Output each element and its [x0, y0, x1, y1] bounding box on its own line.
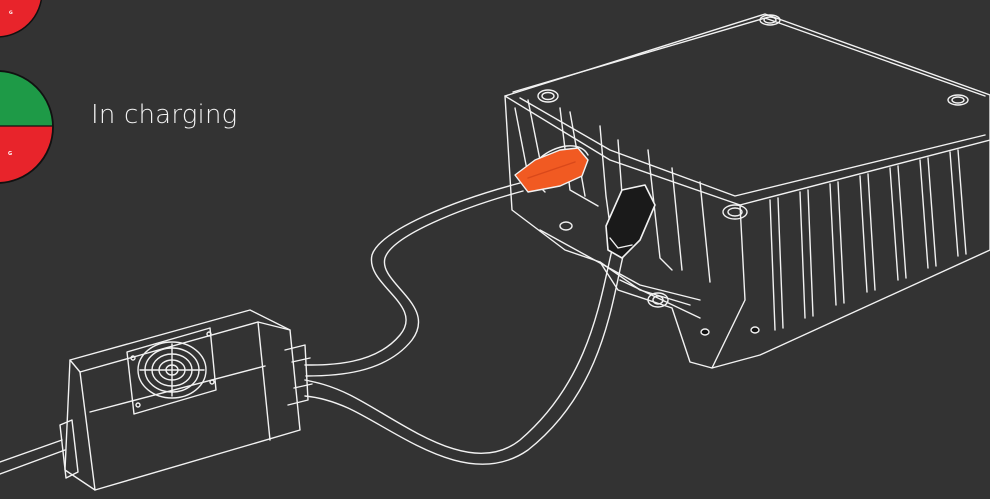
black-plug	[606, 185, 655, 258]
indicator-charging-tiny-text: G	[8, 151, 12, 157]
charger-box	[60, 310, 312, 490]
status-label: In charging	[91, 100, 237, 130]
battery-unit	[505, 14, 990, 368]
indicator-charging: G	[0, 70, 60, 186]
indicator-top-partial: G	[0, 0, 42, 37]
indicator-top-tiny-text: G	[9, 10, 13, 16]
orange-plug	[515, 146, 588, 192]
charging-cables	[0, 183, 624, 474]
